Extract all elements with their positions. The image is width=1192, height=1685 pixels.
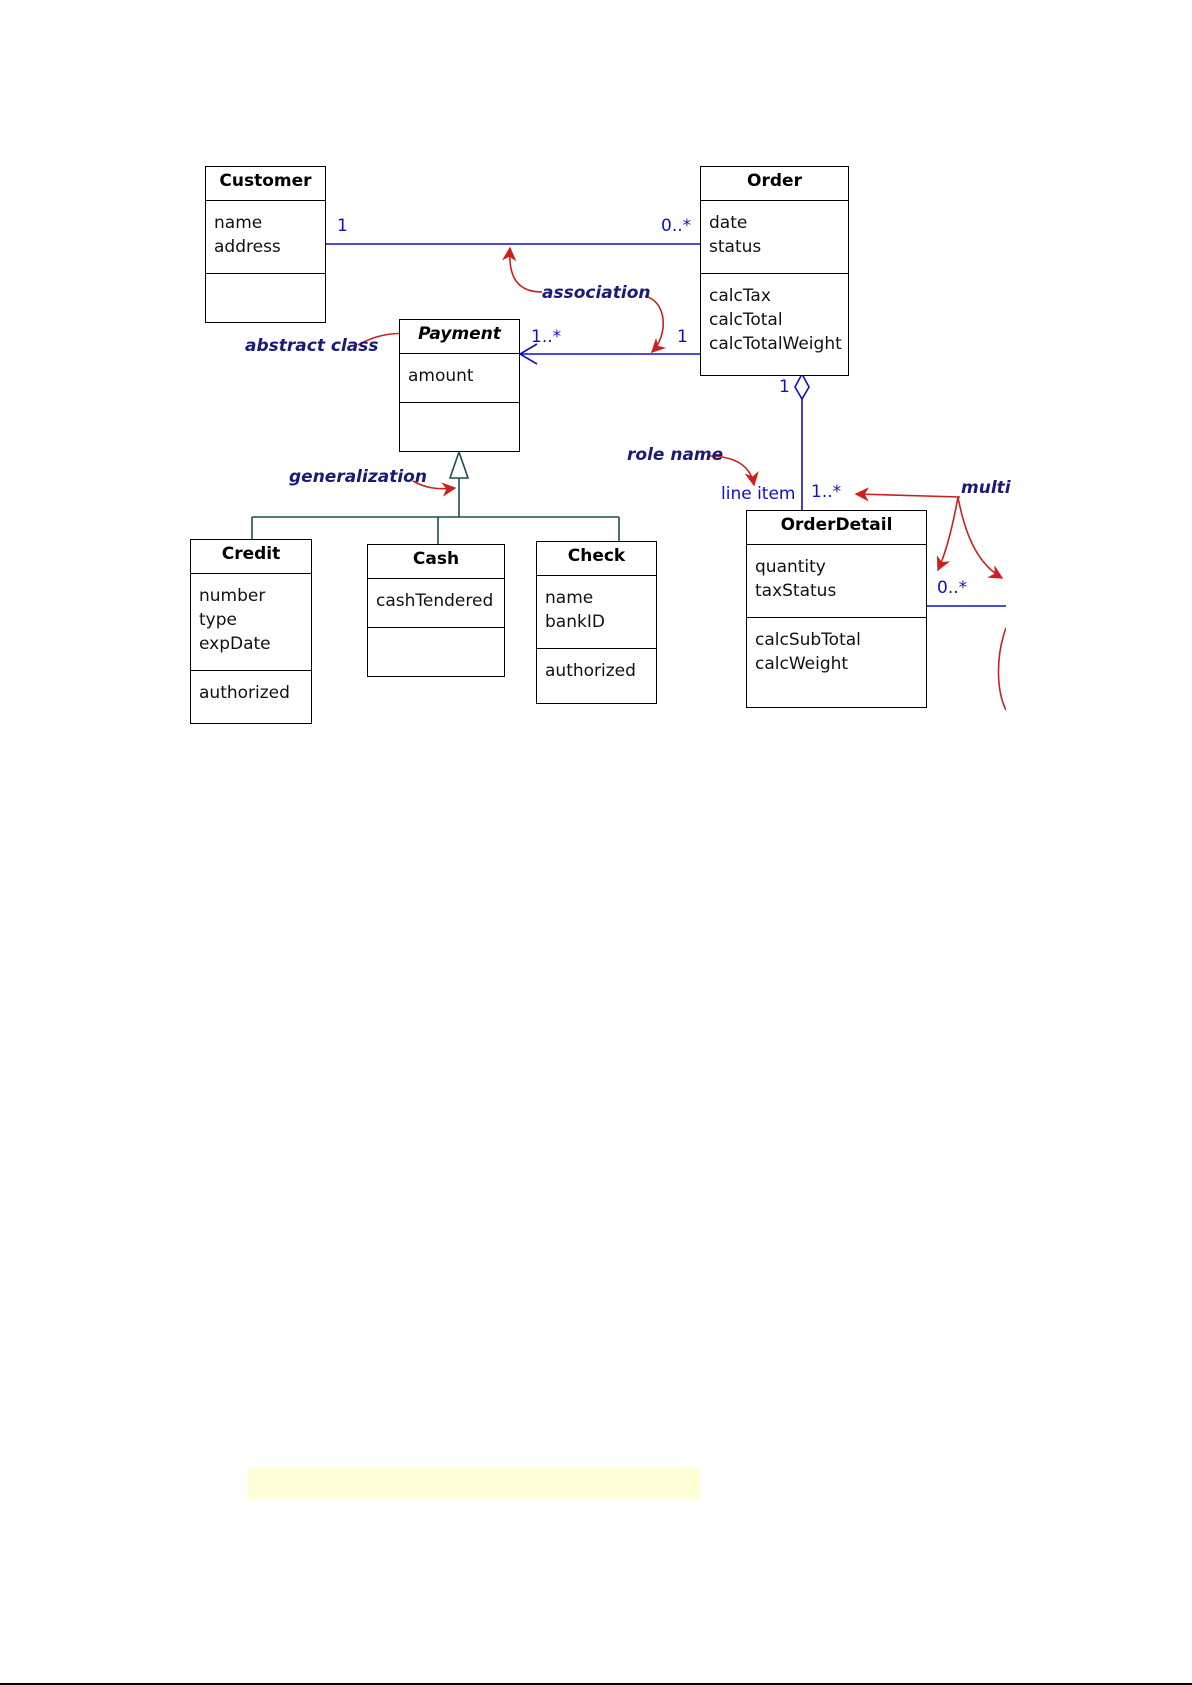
- attributes-cash: cashTendered: [368, 579, 504, 628]
- operations-payment: [400, 403, 519, 451]
- generalization-triangle: [448, 449, 470, 479]
- page-bottom-rule: [0, 1683, 1192, 1685]
- attribute-date: date: [709, 213, 748, 233]
- attribute-number: number: [199, 586, 266, 606]
- operations-check: authorized: [537, 649, 656, 703]
- class-customer: Customer name address: [205, 166, 326, 323]
- highlight-bar: [248, 1467, 700, 1499]
- multiplicity-order: 0..*: [661, 216, 692, 236]
- multiplicity-customer: 1: [337, 216, 348, 236]
- class-payment: Payment amount: [399, 319, 520, 452]
- attribute-status: status: [709, 237, 762, 257]
- class-name-payment: Payment: [400, 320, 519, 354]
- attribute-address: address: [214, 237, 281, 257]
- attribute-type: type: [199, 610, 237, 630]
- operation-calctotalweight: calcTotalWeight: [709, 334, 842, 354]
- class-name-credit: Credit: [191, 540, 311, 574]
- operation-authorized: authorized: [199, 683, 290, 703]
- class-name-cash: Cash: [368, 545, 504, 579]
- attributes-check: name bankID: [537, 576, 656, 649]
- multiplicity-payment: 1..*: [531, 327, 562, 347]
- operation-calcsubtotal: calcSubTotal: [755, 630, 861, 650]
- attribute-name: name: [214, 213, 263, 233]
- annotation-role-name: role name: [627, 445, 724, 465]
- operations-customer: [206, 274, 325, 322]
- attributes-payment: amount: [400, 354, 519, 403]
- multiplicity-orderdetail: 1..*: [811, 482, 842, 502]
- attribute-bankid: bankID: [545, 612, 605, 632]
- class-name-orderdetail: OrderDetail: [747, 511, 926, 545]
- attributes-credit: number type expDate: [191, 574, 311, 671]
- class-name-order: Order: [701, 167, 848, 201]
- class-check: Check name bankID authorized: [536, 541, 657, 704]
- annotation-arrow-multiplicity-right: [957, 496, 1004, 579]
- figure-clip: [1006, 150, 1192, 750]
- operation-authorized: authorized: [545, 661, 636, 681]
- annotation-arrow-role-name: [707, 455, 759, 487]
- annotation-abstract-class: abstract class: [245, 336, 379, 356]
- annotation-arrow-multiplicity-left: [936, 496, 959, 572]
- operations-credit: authorized: [191, 671, 311, 723]
- class-cash: Cash cashTendered: [367, 544, 505, 677]
- operations-orderdetail: calcSubTotal calcWeight: [747, 618, 926, 707]
- annotation-arrow-multiplicity-upper: [854, 487, 961, 502]
- navigability-arrow-payment: [518, 343, 538, 365]
- operation-calctax: calcTax: [709, 286, 771, 306]
- attributes-orderdetail: quantity taxStatus: [747, 545, 926, 618]
- attribute-amount: amount: [408, 366, 474, 386]
- operations-cash: [368, 628, 504, 676]
- annotation-arrow-generalization: [412, 480, 457, 497]
- operation-calcweight: calcWeight: [755, 654, 849, 674]
- class-credit: Credit number type expDate authorized: [190, 539, 312, 724]
- annotation-multiplicity: multi: [961, 478, 1011, 498]
- class-name-check: Check: [537, 542, 656, 576]
- annotation-association: association: [542, 283, 651, 303]
- annotation-arrow-association-right: [644, 295, 667, 354]
- class-orderdetail: OrderDetail quantity taxStatus calcSubTo…: [746, 510, 927, 708]
- attribute-taxstatus: taxStatus: [755, 581, 837, 601]
- attribute-quantity: quantity: [755, 557, 826, 577]
- attribute-cashtendered: cashTendered: [376, 591, 494, 611]
- role-name-line-item: line item: [721, 484, 796, 504]
- multiplicity-orderdetail-right: 0..*: [937, 578, 968, 598]
- annotation-generalization: generalization: [289, 467, 427, 487]
- annotation-arrow-association-left: [501, 246, 543, 293]
- class-name-customer: Customer: [206, 167, 325, 201]
- operations-order: calcTax calcTotal calcTotalWeight: [701, 274, 848, 375]
- multiplicity-order-aggregate: 1: [779, 377, 790, 397]
- operation-calctotal: calcTotal: [709, 310, 783, 330]
- attribute-name: name: [545, 588, 594, 608]
- attributes-order: date status: [701, 201, 848, 274]
- class-order: Order date status calcTax calcTotal calc…: [700, 166, 849, 376]
- multiplicity-order-payment: 1: [677, 327, 688, 347]
- attributes-customer: name address: [206, 201, 325, 274]
- attribute-expdate: expDate: [199, 634, 271, 654]
- annotation-arrow-clipped-bottom: [997, 627, 1007, 711]
- aggregation-diamond: [794, 372, 810, 401]
